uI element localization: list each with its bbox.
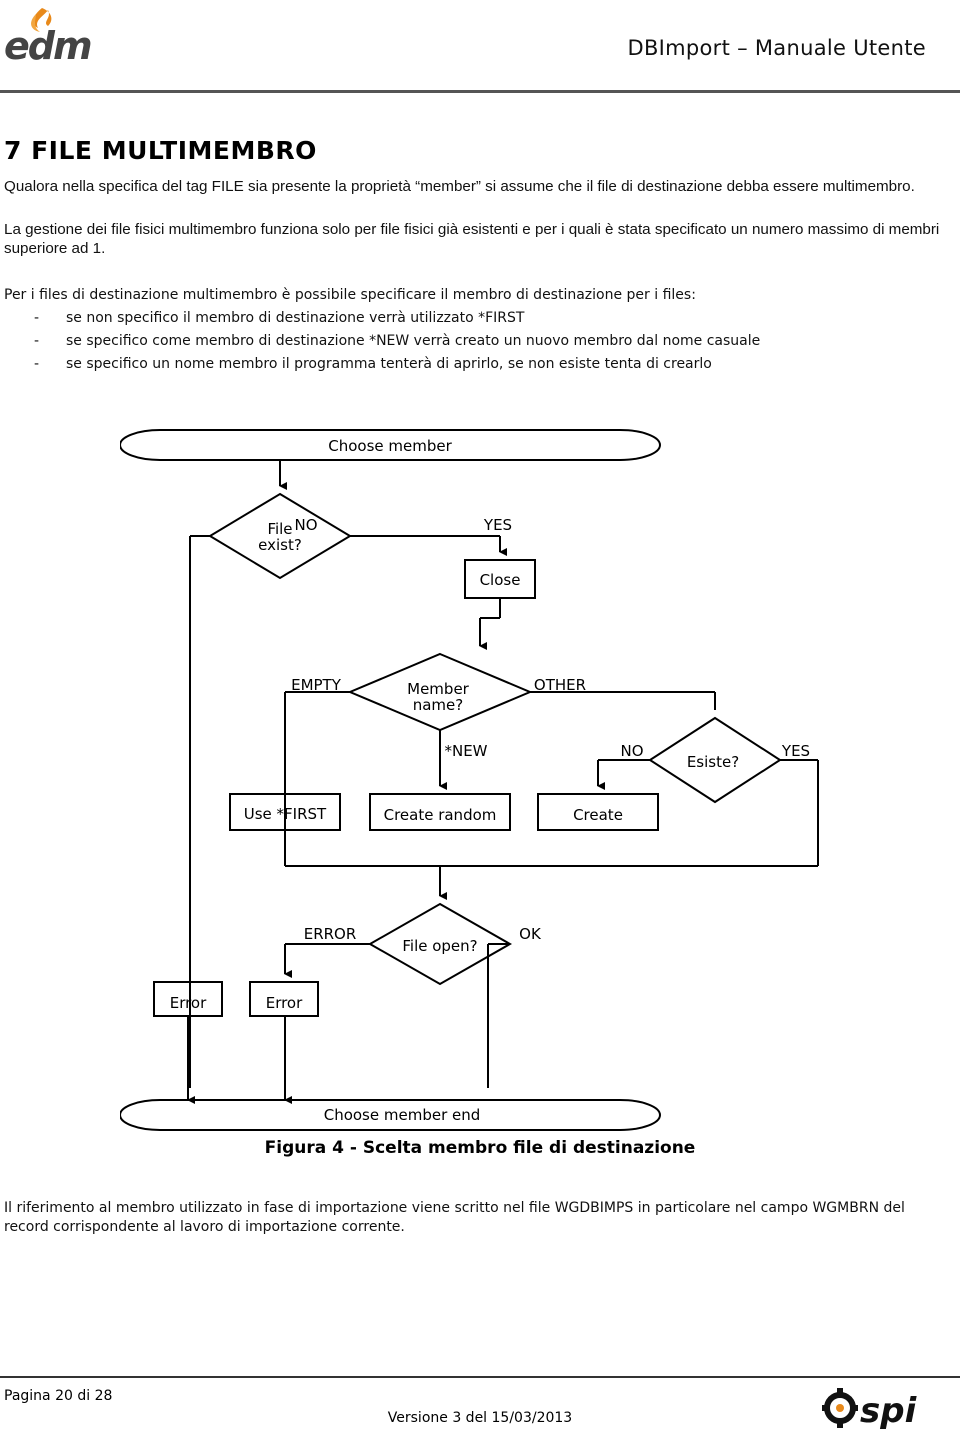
end-label: Choose member end	[324, 1106, 481, 1124]
version-label: Versione 3 del 15/03/2013	[387, 1410, 573, 1426]
start-terminator	[120, 429, 661, 461]
use-first-label: Use *FIRST	[244, 805, 327, 823]
figure-caption: Figura 4 - Scelta membro file di destina…	[264, 1138, 696, 1158]
bullet-text: se specifico come membro di destinazione…	[66, 333, 761, 349]
start-label: Choose member	[328, 437, 452, 455]
create-label: Create	[573, 806, 623, 824]
close-label: Close	[480, 571, 521, 589]
footer-divider	[0, 1376, 960, 1378]
other-label: OTHER	[534, 676, 586, 694]
d3-no-label: NO	[620, 742, 643, 760]
bullet-dash: -	[34, 356, 40, 372]
reference-paragraph: Il riferimento al membro utilizzato in f…	[4, 1200, 905, 1235]
file-label-2: exist?	[258, 536, 302, 554]
create-random-label: Create random	[384, 806, 497, 824]
esiste-label: Esiste?	[687, 753, 739, 771]
destination-paragraph: Per i files di destinazione multimembro …	[4, 287, 696, 303]
page-number: Pagina 20 di 28	[4, 1388, 113, 1404]
error-label-1: Error	[170, 994, 207, 1012]
create-random-box	[369, 793, 511, 831]
ok-branch-label: OK	[519, 925, 542, 943]
file-open-label: File open?	[402, 937, 477, 955]
empty-label: EMPTY	[291, 676, 342, 694]
management-paragraph: La gestione dei file fisici multimembro …	[4, 221, 940, 257]
edm-wordmark: edm	[4, 24, 93, 68]
new-label: *NEW	[444, 742, 487, 760]
section-heading: 7 FILE MULTIMEMBRO	[4, 136, 317, 165]
spi-wordmark: spi	[860, 1391, 918, 1430]
document-title: DBImport – Manuale Utente	[627, 36, 926, 60]
member-label-2: name?	[413, 696, 464, 714]
error-label-2: Error	[266, 994, 303, 1012]
file-label-1: File	[267, 520, 292, 538]
esiste-decision	[648, 716, 782, 804]
member-flowchart: Choose member File exist? NO YES Close M…	[120, 429, 819, 1131]
bullet-dash: -	[34, 310, 40, 326]
edm-logo: edm	[2, 2, 93, 68]
d3-yes-label: YES	[781, 742, 810, 760]
d1-no-label: NO	[294, 516, 317, 534]
error-branch-label: ERROR	[304, 925, 357, 943]
flame-icon	[31, 8, 52, 32]
bullet-dash: -	[34, 333, 40, 349]
file-open-decision	[367, 902, 513, 986]
end-terminator	[120, 1099, 661, 1131]
create-box	[537, 793, 659, 831]
intro-paragraph: Qualora nella specifica del tag FILE sia…	[4, 178, 915, 195]
bullet-text: se non specifico il membro di destinazio…	[66, 310, 525, 326]
file-exist-decision	[208, 492, 352, 580]
spi-logo: spi	[822, 1384, 932, 1431]
bullet-text: se specifico un nome membro il programma…	[66, 356, 712, 372]
member-label-1: Member	[407, 680, 470, 698]
d1-yes-label: YES	[483, 516, 512, 534]
header-divider	[0, 90, 960, 93]
gear-icon: spi	[822, 1388, 918, 1431]
